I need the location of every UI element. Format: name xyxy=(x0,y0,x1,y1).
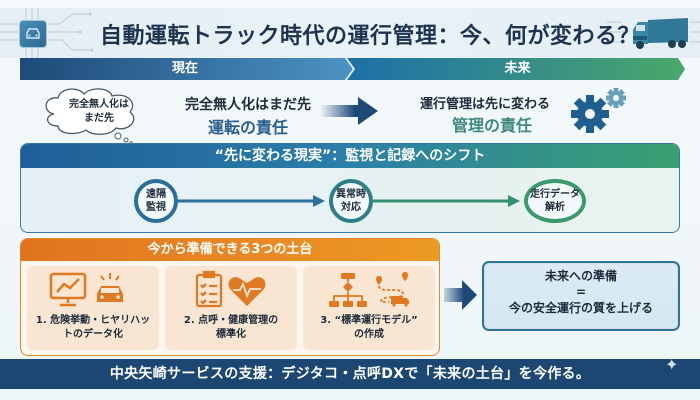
goal-arrow-icon xyxy=(444,280,477,310)
checklist-icon xyxy=(195,270,223,308)
foundation-label-line: 標準化 xyxy=(216,329,246,340)
foundation-label-line: 2. 点呼・健康管理の xyxy=(183,315,279,326)
timeline-now-segment xyxy=(20,58,353,80)
goal-line: 未来への準備 xyxy=(544,269,617,283)
header-banner: 自動運転トラック時代の運行管理：今、何が変わる？ xyxy=(0,8,700,58)
foundation-card: 2. 点呼・健康管理の 標準化 xyxy=(165,266,297,350)
page-title: 自動運転トラック時代の運行管理：今、何が変わる？ xyxy=(100,24,641,49)
flow-arrow xyxy=(178,195,325,207)
shift-panel: “先に変わる現実”：監視と記録へのシフト 遠隔監視 異常時対応 走行データ解析 xyxy=(20,143,680,233)
goal-box: 未来への準備 = 今の安全運行の質を上げる xyxy=(482,261,680,331)
truck-icon xyxy=(633,18,688,49)
node-line: 監視 xyxy=(146,202,166,213)
thought-bubble-line: まだ先 xyxy=(84,113,114,124)
timeline-future-label: 未来 xyxy=(504,61,531,76)
car-alert-icon xyxy=(97,273,123,302)
now-main-text: 完全無人化はまだ先 xyxy=(185,97,311,113)
car-chip-icon xyxy=(20,21,46,47)
foundations-title: 今から準備できる3つの土台 xyxy=(21,239,439,261)
foundation-label-line: の作成 xyxy=(354,329,384,340)
foundation-label: 2. 点呼・健康管理の 標準化 xyxy=(165,314,297,342)
shift-panel-title: “先に変わる現実”：監視と記録へのシフト xyxy=(21,144,679,168)
footer-banner: 中央矢崎サービスの支援：デジタコ・点呼DXで「未来の土台」を今作る。 xyxy=(0,359,700,389)
thought-bubble-text: 完全無人化は まだ先 xyxy=(54,98,144,126)
foundation-card: 3. “標準運行モデル” の作成 xyxy=(303,266,435,350)
foundation-label: 1. 危険挙動・ヒヤリハッ トのデータ化 xyxy=(27,314,159,342)
foundation-label-line: 1. 危険挙動・ヒヤリハッ xyxy=(35,315,151,326)
transition-arrow-icon xyxy=(320,97,378,125)
flow-node-incident-response: 異常時対応 xyxy=(329,179,373,223)
timeline-now-label: 現在 xyxy=(171,61,198,76)
foundation-card: 1. 危険挙動・ヒヤリハッ トのデータ化 xyxy=(27,266,159,350)
goal-line: 今の安全運行の質を上げる xyxy=(508,301,653,315)
thought-bubble-line: 完全無人化は xyxy=(69,99,129,110)
flow-arrow xyxy=(373,195,520,207)
gears-icon xyxy=(571,88,626,133)
node-line: 対応 xyxy=(341,202,361,213)
flow-node-remote-monitoring: 遠隔監視 xyxy=(134,179,178,223)
foundations-panel: 今から準備できる3つの土台 1. 危険挙動・ヒヤリハッ トのデータ化 xyxy=(20,238,440,356)
circuit-decoration xyxy=(0,8,700,58)
timeline-future-segment xyxy=(347,58,685,80)
future-responsibility: 管理の責任 xyxy=(452,116,533,135)
node-line: 解析 xyxy=(545,202,565,213)
route-truck-icon xyxy=(376,272,409,307)
shift-flow: 遠隔監視 異常時対応 走行データ解析 xyxy=(21,168,679,232)
flowchart-icon xyxy=(329,273,367,307)
node-line: 走行データ xyxy=(530,189,580,200)
foundation-label-line: トのデータ化 xyxy=(63,329,123,340)
now-responsibility: 運転の責任 xyxy=(208,118,289,137)
future-main-text: 運行管理は先に変わる xyxy=(420,97,551,112)
monitor-chart-icon xyxy=(49,272,87,307)
node-line: 遠隔 xyxy=(146,189,166,200)
timeline-bar: 現在 未来 xyxy=(20,58,685,80)
sparkle-icon: ✦ xyxy=(665,355,679,374)
node-line: 異常時 xyxy=(336,189,366,200)
foundation-label: 3. “標準運行モデル” の作成 xyxy=(303,314,435,342)
goal-equals: = xyxy=(575,285,587,299)
heart-pulse-icon xyxy=(228,277,266,306)
flow-node-data-analysis: 走行データ解析 xyxy=(524,179,586,223)
foundation-label-line: 3. “標準運行モデル” xyxy=(320,315,418,326)
